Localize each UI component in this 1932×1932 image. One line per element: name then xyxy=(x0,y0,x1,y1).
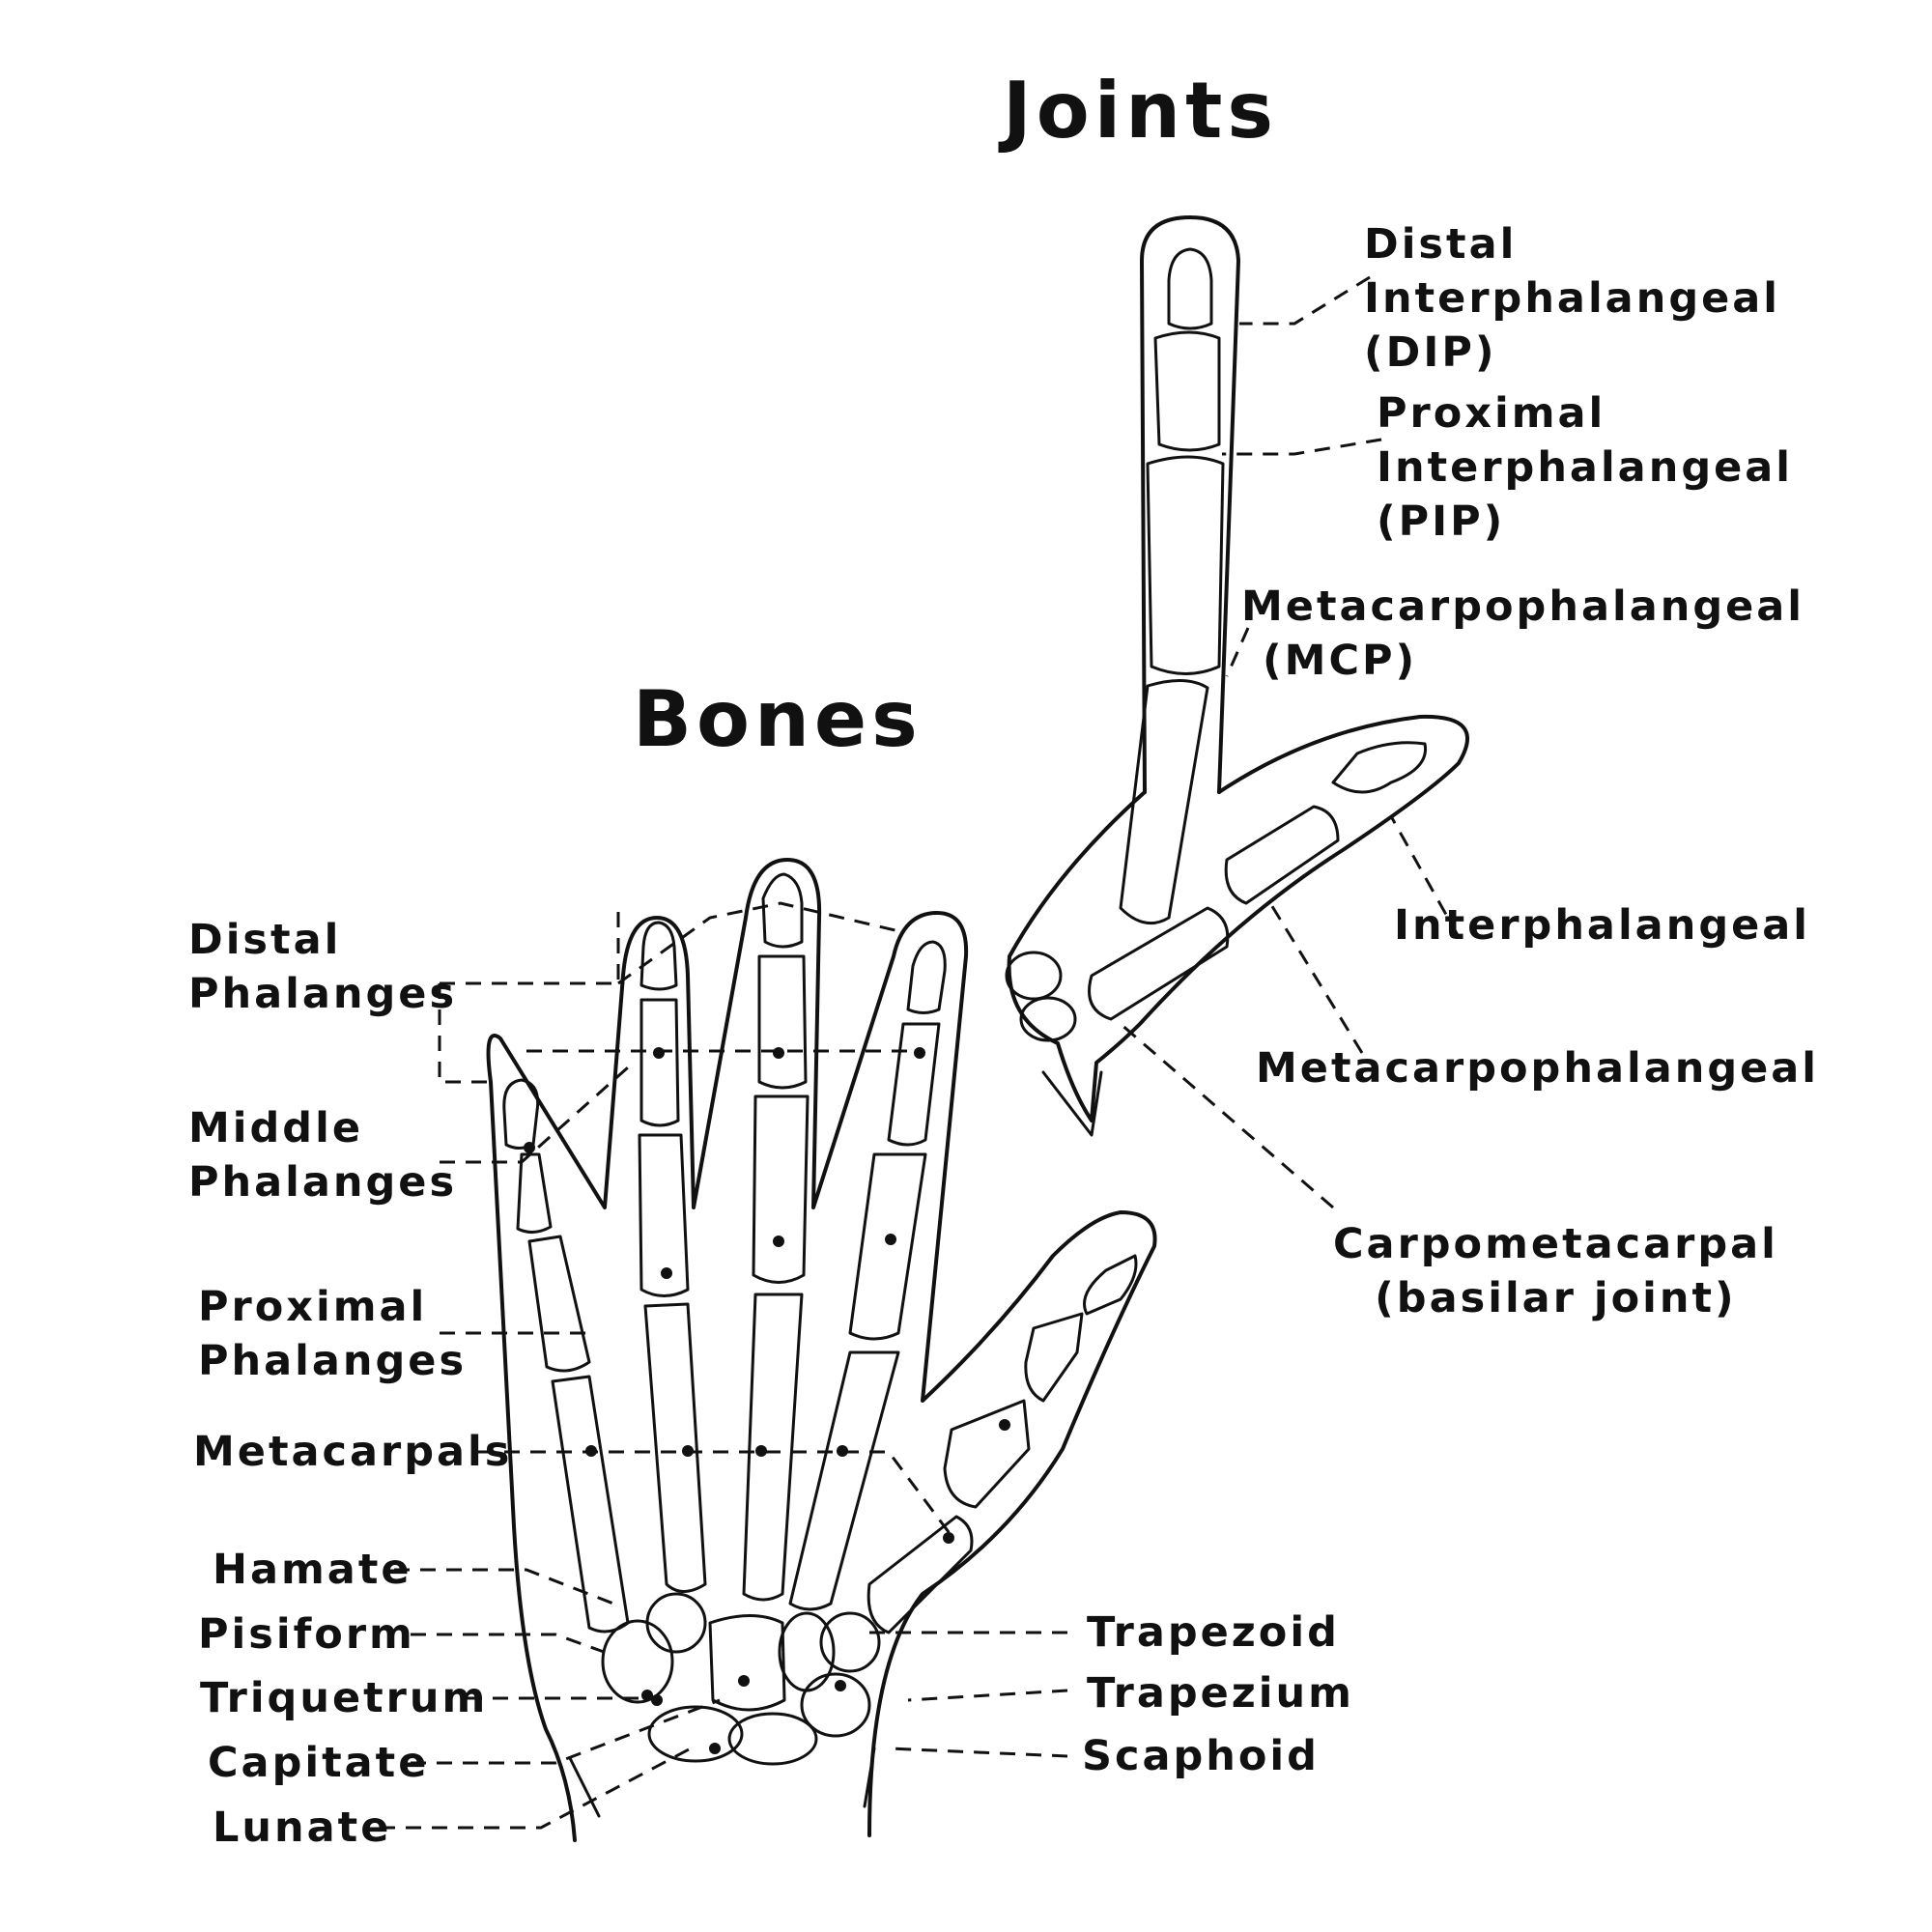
label-lunate: Lunate xyxy=(213,1804,392,1852)
ring-finger-bones xyxy=(638,921,707,1593)
index-proximal-bone xyxy=(1146,455,1225,675)
label-triquetrum: Triquetrum xyxy=(200,1674,489,1722)
label-thumb-metacarpophalangeal: Metacarpophalangeal xyxy=(1256,1044,1820,1093)
label-trapezoid: Trapezoid xyxy=(1087,1608,1340,1657)
wrist-shading-right xyxy=(863,1747,876,1808)
bones-heading: Bones xyxy=(633,674,923,764)
label-pisiform: Pisiform xyxy=(198,1610,415,1659)
joints-forearm-shading xyxy=(1041,1070,1103,1137)
joints-heading: Joints xyxy=(1003,66,1278,156)
thumb-metacarpal-bone xyxy=(1088,906,1230,1021)
wrist-shading-left xyxy=(568,1756,601,1818)
label-carpometacarpal: Carpometacarpal(basilar joint) xyxy=(1333,1220,1778,1322)
label-mcp: Metacarpophalangeal(MCP) xyxy=(1241,582,1805,685)
carpal-bone-b xyxy=(1019,996,1077,1042)
index-metacarpal-bone xyxy=(1119,678,1209,925)
middle-finger-bones xyxy=(742,872,810,1602)
thumb-distal-bone xyxy=(1331,741,1428,794)
joints-hand-drawing xyxy=(1005,215,1469,1137)
label-metacarpals: Metacarpals xyxy=(193,1428,513,1476)
index-distal-bone xyxy=(1167,247,1213,330)
index-finger-outline xyxy=(1140,215,1240,794)
carpal-bone-a xyxy=(1005,951,1063,1001)
label-thumb-interphalangeal: Interphalangeal xyxy=(1394,901,1811,950)
label-scaphoid: Scaphoid xyxy=(1082,1732,1320,1780)
bones-hand-drawing xyxy=(486,858,1157,1842)
label-hamate: Hamate xyxy=(213,1546,412,1594)
index-finger-bones xyxy=(788,940,947,1611)
label-capitate: Capitate xyxy=(208,1739,430,1787)
carpal-bones xyxy=(601,1592,881,1766)
index-middle-bone xyxy=(1153,330,1221,452)
open-hand-outline xyxy=(486,858,1157,1842)
thumb-bones xyxy=(867,1254,1138,1634)
label-trapezium: Trapezium xyxy=(1087,1669,1354,1718)
leader-lines xyxy=(380,275,1461,1830)
thumb-proximal-bone xyxy=(1224,805,1340,905)
